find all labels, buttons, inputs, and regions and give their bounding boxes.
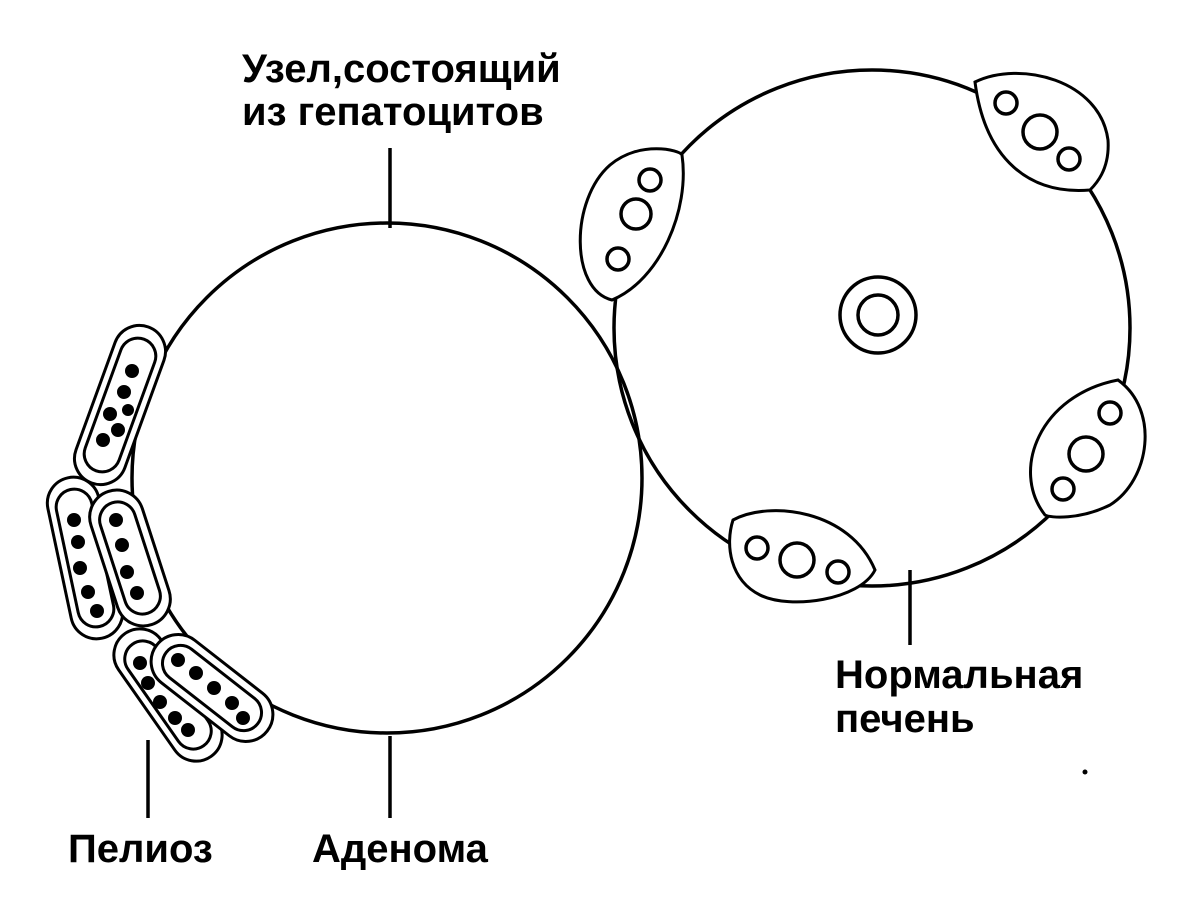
- label-nodule-line2: из гепатоцитов: [242, 90, 544, 134]
- peliosis-cyst: [88, 488, 172, 628]
- label-nodule-line1: Узел,состоящий: [242, 47, 561, 91]
- adenoma-nodule: [130, 221, 644, 735]
- label-peliosis: Пелиоз: [68, 827, 213, 871]
- portal-tract: [1029, 378, 1147, 519]
- label-adenoma: Аденома: [312, 827, 489, 871]
- peliosis-cyst: [112, 627, 224, 763]
- peliosis-cysts: [45, 323, 275, 763]
- portal-tract: [973, 71, 1110, 192]
- normal-liver-lobule: [578, 68, 1147, 604]
- label-normal-line2: печень: [835, 697, 975, 741]
- peliosis-cyst: [73, 323, 167, 487]
- portal-tract: [728, 509, 877, 604]
- peliosis-cyst: [45, 475, 125, 641]
- label-normal-line1: Нормальная: [835, 653, 1083, 697]
- peliosis-cyst: [149, 633, 275, 743]
- speck: [1082, 769, 1088, 775]
- portal-tract: [578, 147, 685, 302]
